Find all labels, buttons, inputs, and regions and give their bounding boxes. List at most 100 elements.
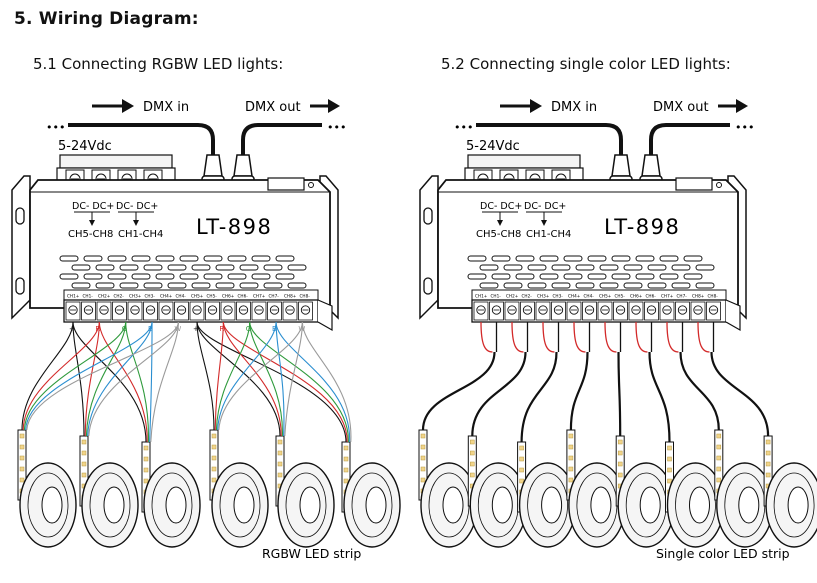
led-chip [667,456,672,462]
wire [84,321,100,437]
cable-dots-left: ••• [454,121,473,134]
led-reel-hub [590,486,612,524]
down-arrow-icon [541,220,547,226]
led-reel-ring [773,472,815,538]
wire-letter-label: G [122,325,127,333]
dc-label-a: DC- DC+ [72,201,114,212]
model-label: LT-898 [196,215,272,239]
led-chip [19,455,25,461]
vent-slot [695,264,715,271]
wire [249,321,349,443]
led-chip [81,472,87,478]
controller-body [29,179,331,309]
vent-slot [491,273,511,280]
mount-hole-icon [423,207,433,225]
xlr-plug-out [641,154,661,177]
vent-slot [59,255,79,262]
vent-slot [563,273,583,280]
dmx-in-arrow-icon [530,99,542,113]
display-window [267,177,305,191]
dmx-out-arrow-icon [736,99,748,113]
wire [87,321,153,437]
cable-to-strip [421,351,496,431]
led-reel-ring [89,472,131,538]
led-reel-hub [442,486,464,524]
vent-slot [95,282,115,289]
wire-red [480,321,493,353]
led-chip [519,456,524,462]
vent-slot [227,273,247,280]
mount-hole-icon [15,207,25,225]
dmx-in-label: DMX in [143,100,189,115]
cable-dots-right: ••• [735,121,754,134]
wire [215,321,251,431]
vent-slot [263,264,283,271]
vent-slot [551,264,571,271]
vent-slot [467,273,487,280]
terminal-label: CH3- [145,294,156,299]
vent-slot [599,264,619,271]
led-chip [143,456,149,462]
led-chip [667,445,672,451]
led-chip [343,456,349,462]
led-chip [343,478,349,484]
led-chip [343,445,349,451]
vent-slot [287,264,307,271]
wire [26,321,179,431]
vent-slot [119,282,139,289]
led-chip [470,439,475,445]
vent-slot [647,264,667,271]
wire-red [604,321,617,353]
vent-slot [479,282,499,289]
vent-slot [611,255,631,262]
down-arrow-icon [497,220,503,226]
led-chip [420,466,426,472]
dc-label-b: DC- DC+ [116,201,158,212]
strip-caption: RGBW LED strip [262,546,361,561]
led-chip [277,461,283,467]
power-label: 5-24Vdc [58,139,112,154]
dmx-out-cable [241,123,322,158]
led-chip [420,433,426,439]
power-label: 5-24Vdc [466,139,520,154]
terminal-label: CH6+ [630,294,643,299]
vent-slot [83,255,103,262]
vent-slot [71,264,91,271]
wire [249,321,283,437]
terminal-label: CH7+ [253,294,266,299]
led-reel-ring [675,472,716,538]
vent-slot [107,273,127,280]
led-reel-hub [787,486,809,524]
cable-to-strip [648,351,671,443]
wire-letter-label: W [174,325,181,333]
terminal-label: CH5- [615,294,626,299]
section-heading: 5. Wiring Diagram: [14,9,199,29]
vent-slot [131,273,151,280]
cable-dots-right: ••• [327,121,346,134]
led-chip [568,466,574,472]
terminal-label: CH8- [300,294,311,299]
led-reel-ring [151,472,193,538]
vent-slot [263,282,283,289]
terminal-label: CH2+ [98,294,111,299]
dmx-in-cable [476,123,623,158]
terminal-label: CH1- [491,294,502,299]
wire-letter-label: R [95,325,100,333]
vent-slot [611,273,631,280]
vent-slot [683,255,703,262]
terminal-label: CH1+ [67,294,80,299]
wire-red [542,321,555,353]
led-chip [667,478,672,484]
vent-slot [575,264,595,271]
terminal-label: CH2+ [506,294,519,299]
xlr-plug-in [203,154,223,177]
vent-slot [551,282,571,289]
vent-slot [59,273,79,280]
led-chip [211,466,217,472]
led-chip [143,445,149,451]
wire [22,321,100,431]
wire-red [573,321,586,353]
wire [275,321,351,443]
terminal-label: CH3+ [537,294,550,299]
vent-slot [215,264,235,271]
